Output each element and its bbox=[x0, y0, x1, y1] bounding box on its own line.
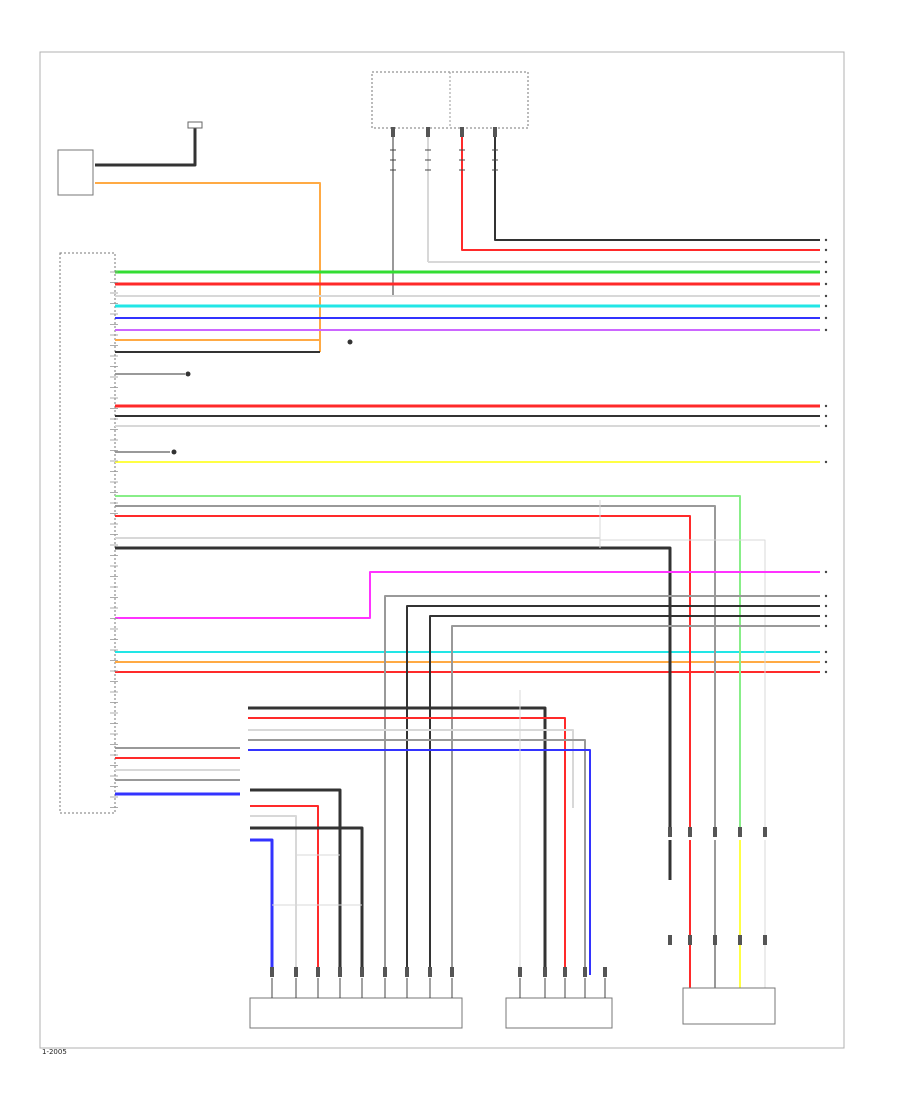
terminal-mark bbox=[824, 624, 828, 628]
wire-lightgreen-down bbox=[115, 495, 741, 830]
junction-pin bbox=[493, 127, 497, 137]
bottom-mid-pin bbox=[543, 967, 547, 977]
terminal-mark bbox=[824, 328, 828, 332]
junction-drop-red bbox=[461, 128, 820, 251]
bottom-left-pin bbox=[428, 967, 432, 977]
right-connector-pin bbox=[668, 935, 672, 945]
terminal-mark bbox=[824, 614, 828, 618]
lower-wire-dark2 bbox=[250, 826, 364, 975]
wire-light-down bbox=[600, 539, 766, 830]
terminal-mark bbox=[824, 460, 828, 464]
wire-magenta bbox=[115, 571, 820, 619]
wire-gray-down bbox=[115, 505, 716, 830]
terminal-mark bbox=[824, 304, 828, 308]
bottom-left-pin bbox=[360, 967, 364, 977]
terminal-mark bbox=[824, 238, 828, 242]
orange-wire-satellite bbox=[95, 182, 321, 352]
bottom-left-pin bbox=[405, 967, 409, 977]
ground-dot bbox=[347, 339, 353, 345]
terminal-mark bbox=[824, 260, 828, 264]
terminal-mark bbox=[824, 594, 828, 598]
junction-pin bbox=[426, 127, 430, 137]
satellite-radio-tuner bbox=[57, 149, 94, 196]
wire-step-down bbox=[429, 615, 820, 975]
speaker-wire-blue bbox=[248, 749, 591, 975]
bottom-left-pin bbox=[450, 967, 454, 977]
right-connector-pin bbox=[668, 827, 672, 837]
terminal-mark bbox=[824, 604, 828, 608]
terminal-mark bbox=[824, 294, 828, 298]
bottom-left-pin bbox=[316, 967, 320, 977]
junction-pin bbox=[460, 127, 464, 137]
page-number-label: 1-2005 bbox=[42, 1048, 67, 1056]
terminal-mark bbox=[824, 660, 828, 664]
antenna-wire bbox=[95, 128, 197, 167]
right-connector-pin bbox=[688, 935, 692, 945]
right-connector-pin bbox=[763, 827, 767, 837]
terminal-mark bbox=[824, 282, 828, 286]
terminal-mark bbox=[824, 248, 828, 252]
right-connector-pin bbox=[738, 827, 742, 837]
lower-wire-light bbox=[250, 815, 297, 975]
speaker-assembly-left bbox=[249, 997, 463, 1029]
speaker-assembly-mid bbox=[505, 997, 613, 1029]
speaker-wire-red bbox=[248, 717, 566, 975]
antenna-connector bbox=[187, 121, 203, 129]
bottom-left-pin bbox=[294, 967, 298, 977]
terminal-mark bbox=[824, 670, 828, 674]
terminal-mark bbox=[824, 270, 828, 274]
wire-red-down bbox=[115, 515, 691, 830]
bottom-mid-pin bbox=[518, 967, 522, 977]
bottom-left-pin bbox=[338, 967, 342, 977]
right-connector-pin bbox=[688, 827, 692, 837]
radio-receiver-assembly bbox=[59, 252, 116, 814]
lower-wire-red bbox=[250, 805, 319, 975]
wire-step-down bbox=[406, 605, 820, 975]
terminal-mark bbox=[824, 570, 828, 574]
right-connector-pin bbox=[713, 935, 717, 945]
wire-step-down bbox=[451, 625, 820, 975]
ground-dot bbox=[185, 371, 191, 377]
terminal-mark bbox=[824, 414, 828, 418]
terminal-mark bbox=[824, 404, 828, 408]
right-connector-pin bbox=[738, 935, 742, 945]
lower-wire-dark bbox=[250, 788, 342, 975]
junction-drop-dark bbox=[494, 128, 820, 241]
junction-pin bbox=[391, 127, 395, 137]
lower-wire-blue bbox=[250, 838, 274, 975]
ground-dot bbox=[171, 449, 177, 455]
bottom-mid-pin bbox=[583, 967, 587, 977]
right-connector-pin bbox=[763, 935, 767, 945]
bottom-mid-pin bbox=[603, 967, 607, 977]
right-connector-pin bbox=[713, 827, 717, 837]
bottom-mid-pin bbox=[563, 967, 567, 977]
wire-dark-down bbox=[115, 546, 672, 830]
bottom-left-pin bbox=[383, 967, 387, 977]
speaker-wire-gray bbox=[248, 739, 586, 975]
bottom-left-pin bbox=[270, 967, 274, 977]
speaker-assembly-right bbox=[682, 987, 776, 1025]
wire-step-down bbox=[384, 595, 820, 975]
terminal-mark bbox=[824, 316, 828, 320]
terminal-mark bbox=[824, 424, 828, 428]
speaker-wire-dark bbox=[248, 706, 547, 975]
diagram-frame bbox=[39, 51, 845, 1049]
speaker-wire-light bbox=[248, 729, 574, 808]
terminal-mark bbox=[824, 650, 828, 654]
